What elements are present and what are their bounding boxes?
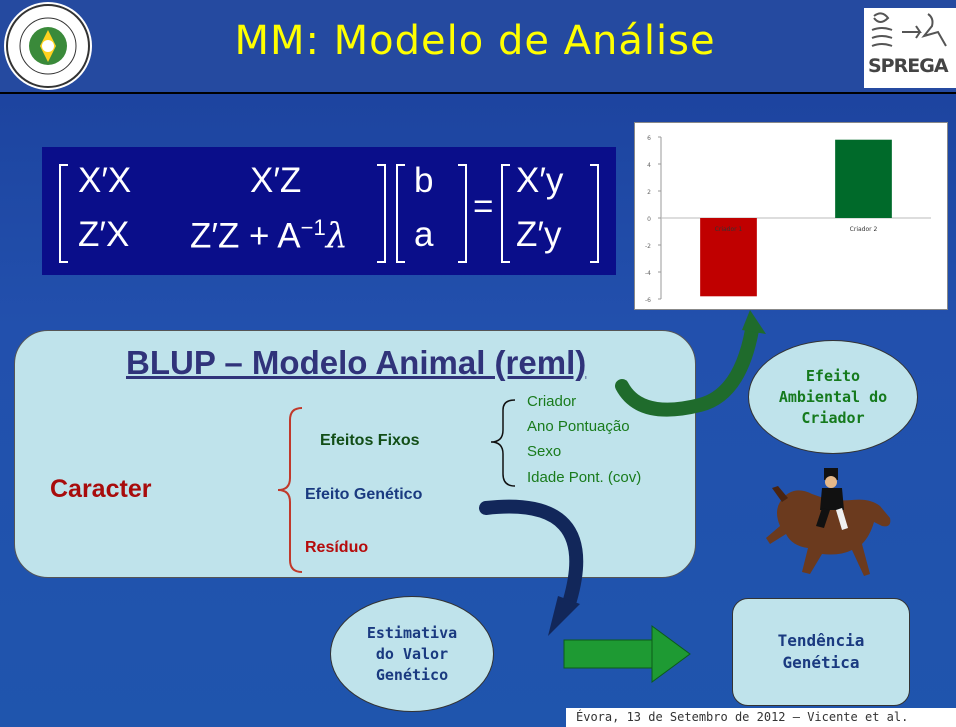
vector-b: b <box>414 161 434 200</box>
genetic-value-estimate-ellipse: Estimativa do Valor Genético <box>330 596 494 712</box>
sprega-logo: SPREGA <box>864 8 956 88</box>
slide-title: MM: Modelo de Análise <box>234 18 716 64</box>
fixed-item-criador: Criador <box>527 393 577 410</box>
footer-citation: Évora, 13 de Setembro de 2012 – Vicente … <box>566 708 956 727</box>
fixed-item-sexo: Sexo <box>527 443 562 460</box>
rhs-zy: Z′y <box>516 215 562 254</box>
fixed-effects-bracket <box>490 399 516 487</box>
navy-arrow-head <box>548 596 580 636</box>
title-bar <box>0 0 956 94</box>
fixed-item-ano: Ano Pontuação <box>527 418 630 435</box>
environmental-effect-text: Efeito Ambiental do Criador <box>778 366 888 427</box>
bar-1 <box>700 218 757 297</box>
school-logo <box>4 2 92 90</box>
y-tick-label: 4 <box>647 162 651 169</box>
green-curved-arrow <box>615 323 759 417</box>
residual-label: Resíduo <box>305 539 369 556</box>
caracter-bracket <box>277 407 303 573</box>
genetic-trend-text: Tendência Genética <box>777 631 865 672</box>
y-tick-label: -4 <box>645 270 651 277</box>
blup-title: BLUP – Modelo Animal (reml) <box>126 344 587 381</box>
bar-2 <box>835 139 892 218</box>
equals-sign: = <box>473 187 494 226</box>
y-tick-label: -2 <box>645 243 651 250</box>
matrix-cell-zz-exponent: −1 <box>300 215 326 240</box>
y-tick-label: 0 <box>647 216 651 223</box>
dressage-horse-image <box>766 468 891 576</box>
caracter-label: Caracter <box>50 475 152 503</box>
genetic-value-estimate-text: Estimativa do Valor Genético <box>366 623 458 684</box>
navy-curved-arrow <box>479 499 584 607</box>
fixed-effects-label: Efeitos Fixos <box>320 432 420 449</box>
sprega-text: SPREGA <box>868 55 949 77</box>
vector-a: a <box>414 215 434 254</box>
matrix-cell-xz: X′Z <box>250 161 302 200</box>
chart-svg: 6 4 2 0 -2 -4 -6 Criador 1 Criador 2 <box>645 135 931 304</box>
green-arrow-head <box>742 310 766 334</box>
category-label-1: Criador 1 <box>715 226 743 233</box>
y-tick-label: 2 <box>647 189 651 196</box>
rhs-xy: X′y <box>516 161 564 200</box>
matrix-cell-zz: Z′Z + A−1λ <box>190 215 348 257</box>
mixed-model-equation: X′X X′Z Z′X Z′Z + A−1λ b a = X′y Z′y <box>42 147 616 275</box>
genetic-trend-box: Tendência Genética <box>732 598 910 706</box>
blup-panel <box>14 330 696 578</box>
y-tick-label: 6 <box>647 135 651 142</box>
matrix-cell-zz-base: Z′Z + A <box>190 216 301 256</box>
forward-arrow-head <box>651 625 691 683</box>
breeder-effect-chart: 6 4 2 0 -2 -4 -6 Criador 1 Criador 2 <box>634 122 948 310</box>
y-tick-label: -6 <box>645 297 651 304</box>
matrix-cell-zx: Z′X <box>78 215 130 254</box>
genetic-effect-label: Efeito Genético <box>305 486 423 503</box>
environmental-effect-ellipse: Efeito Ambiental do Criador <box>748 340 918 454</box>
forward-arrow-shaft <box>563 639 653 669</box>
matrix-cell-zz-lambda: λ <box>325 216 348 257</box>
category-label-2: Criador 2 <box>850 226 878 233</box>
fixed-item-idade: Idade Pont. (cov) <box>527 469 642 486</box>
matrix-cell-xx: X′X <box>78 161 132 200</box>
